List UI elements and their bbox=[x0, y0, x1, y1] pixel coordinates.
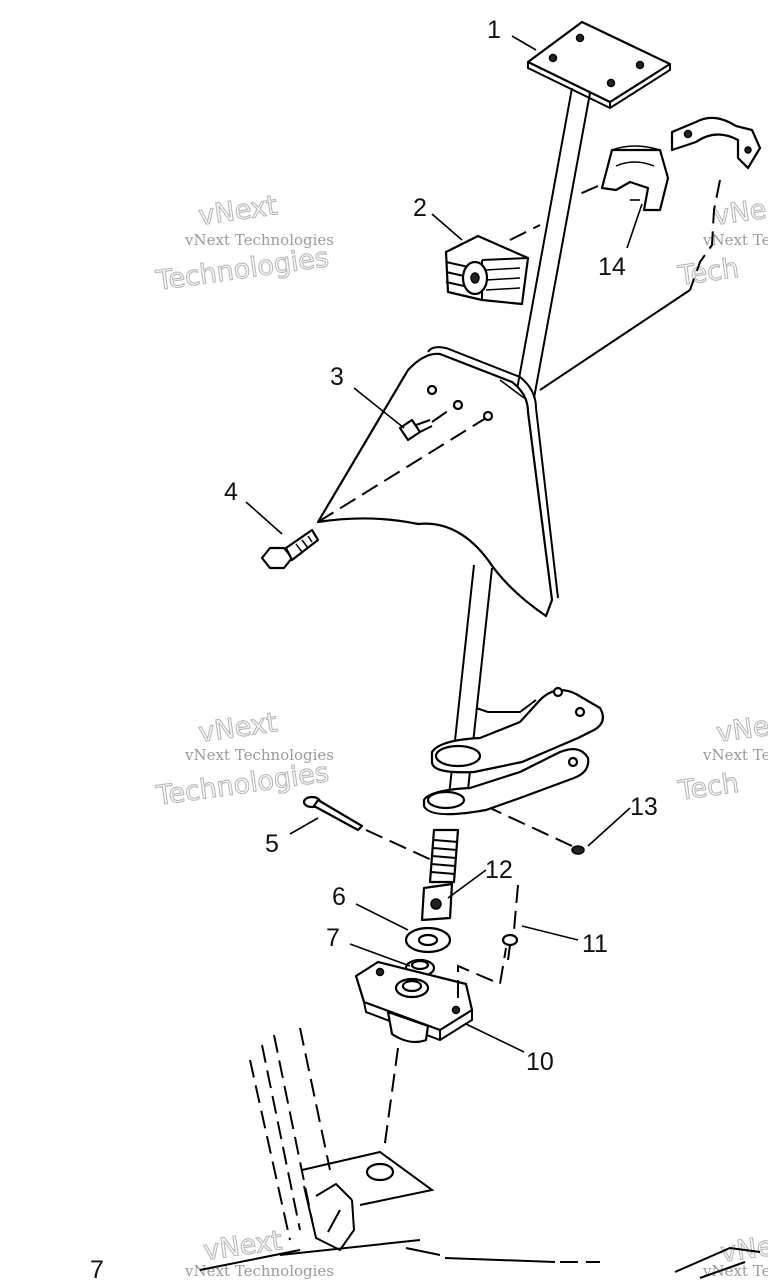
callout-12: 12 bbox=[485, 856, 513, 884]
steering-shaft-upper bbox=[515, 87, 591, 399]
callout-labels: 1 2 3 4 5 6 7 7 10 11 12 13 14 bbox=[90, 16, 658, 1280]
part-1-top-plate bbox=[526, 20, 672, 110]
part-14-bushing-half bbox=[574, 145, 670, 212]
watermark-big-1: vNext bbox=[197, 190, 279, 232]
callout-7: 7 bbox=[326, 924, 340, 952]
watermark-text-1: vNext Technologies bbox=[184, 231, 334, 249]
watermark-top-right: vNe vNext Te Tech bbox=[675, 193, 768, 292]
part-13-nut bbox=[489, 807, 585, 855]
watermark-text-4: vNext Te bbox=[702, 746, 768, 764]
callout-14: 14 bbox=[598, 253, 626, 281]
callout-2: 2 bbox=[413, 194, 427, 222]
callout-13: 13 bbox=[630, 793, 658, 821]
part-10-steering-arm bbox=[354, 947, 507, 1044]
watermark-big-2: vNext bbox=[197, 707, 279, 749]
watermark-text-2: vNext Technologies bbox=[184, 746, 334, 764]
watermark-big-1b: Technologies bbox=[154, 242, 331, 297]
watermark-top-left: vNext vNext Technologies Technologies bbox=[153, 190, 334, 298]
part-2-bushing-block bbox=[444, 224, 541, 306]
watermark-text-5: vNext Technologies bbox=[184, 1262, 334, 1280]
watermark-mid-right: vNe vNext Te Tech bbox=[675, 710, 768, 807]
callout-10: 10 bbox=[526, 1048, 554, 1076]
lower-bracket bbox=[422, 686, 605, 816]
part-3-small-bolt bbox=[398, 405, 456, 442]
callout-3: 3 bbox=[330, 363, 344, 391]
watermark-text-3: vNext Te bbox=[702, 231, 768, 249]
part-11-lock-screw bbox=[501, 884, 519, 961]
callout-7-lower: 7 bbox=[90, 1256, 104, 1280]
callout-11: 11 bbox=[582, 930, 608, 958]
watermark-big-3: vNe bbox=[712, 194, 768, 232]
watermark-big-3b: Tech bbox=[676, 253, 741, 292]
callout-6: 6 bbox=[332, 883, 346, 911]
watermark-text-6: vNext Te bbox=[702, 1262, 768, 1280]
watermark-big-4b: Tech bbox=[676, 768, 741, 807]
callout-4: 4 bbox=[224, 478, 238, 506]
part-4-hex-bolt bbox=[260, 528, 320, 570]
watermark-mid-left: vNext vNext Technologies Technologies bbox=[153, 707, 334, 813]
lower-frame bbox=[199, 1027, 761, 1279]
part-12-threaded-fitting bbox=[420, 828, 460, 922]
steering-bracket bbox=[316, 346, 559, 618]
callout-5: 5 bbox=[265, 830, 279, 858]
part-5-cotter-pin bbox=[302, 795, 437, 863]
part-clamp-upper-right bbox=[539, 116, 762, 391]
callout-1: 1 bbox=[487, 16, 501, 44]
part-6-washer bbox=[404, 926, 452, 954]
leader-lines bbox=[245, 35, 643, 1053]
watermark-big-4: vNe bbox=[715, 711, 768, 749]
